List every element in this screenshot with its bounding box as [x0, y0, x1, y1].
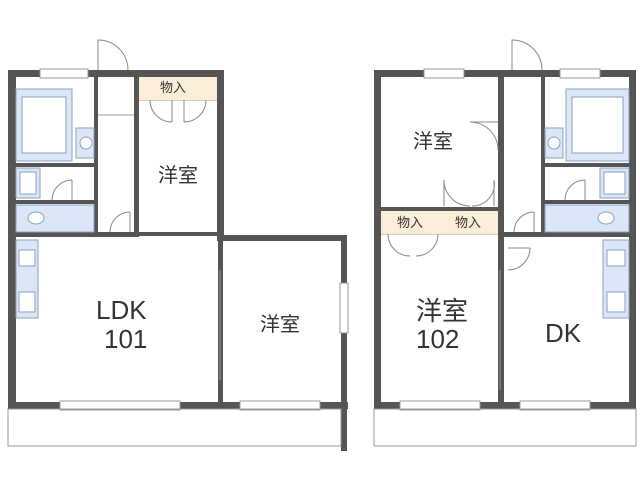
unit-101-number: 101	[104, 324, 148, 354]
unit-102-closet-b	[440, 211, 498, 234]
unit-102-western-room-a-label: 洋室	[413, 131, 453, 153]
unit-101-closet-label: 物入	[160, 80, 187, 95]
unit-102-closet-a	[381, 211, 440, 234]
unit-101-closet	[139, 77, 217, 100]
unit-102-interior-walls	[381, 77, 630, 406]
unit-101-kitchen-counter	[15, 239, 39, 319]
unit-102-western-room-b-label: 洋室	[416, 296, 469, 326]
unit-102-bathtub	[565, 88, 630, 162]
unit-101-western-room-a-label: 洋室	[158, 165, 198, 187]
unit-102	[373, 39, 637, 447]
unit-101-doors	[51, 39, 207, 233]
unit-102-balcony	[373, 408, 637, 447]
unit-101-balcony	[7, 408, 342, 447]
unit-102-dk-label: DK	[545, 318, 582, 348]
unit-101-windows	[39, 68, 349, 411]
unit-101-toilet	[15, 204, 95, 233]
unit-102-number: 102	[416, 324, 460, 354]
unit-102-outer-walls	[374, 70, 636, 409]
unit-101-western-room-b-label: 洋室	[260, 314, 300, 336]
unit-101	[7, 39, 349, 451]
unit-101-washer	[15, 167, 41, 199]
unit-102-closet-b-label: 物入	[455, 215, 482, 230]
unit-102-kitchen-counter	[602, 239, 630, 319]
unit-102-windows	[399, 68, 601, 411]
unit-102-toilet	[544, 204, 630, 233]
unit-102-closet-a-label: 物入	[397, 215, 424, 230]
unit-102-doors	[387, 39, 586, 271]
unit-101-washbasin	[75, 127, 95, 159]
unit-102-washbasin	[544, 127, 564, 159]
unit-102-washer	[599, 167, 630, 199]
unit-101-bathtub	[15, 88, 73, 162]
unit-101-ldk-label: LDK	[96, 295, 147, 325]
